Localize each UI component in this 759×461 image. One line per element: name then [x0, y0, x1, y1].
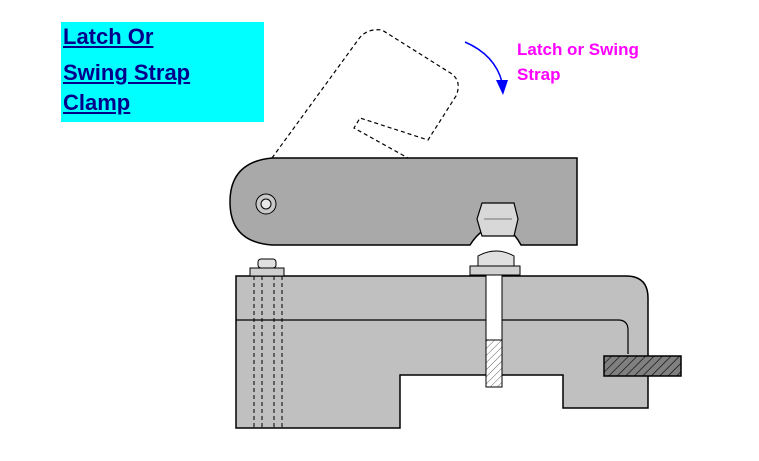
title-line-3: Clamp — [63, 90, 131, 115]
bolt-hex-head — [476, 202, 519, 237]
callout-line-1: Latch or Swing — [517, 40, 639, 59]
workpiece-bar — [603, 355, 682, 377]
strap-callout-label: Latch or Swing Strap — [517, 37, 639, 87]
callout-line-2: Strap — [517, 65, 561, 84]
strap-pivot-pin-inner — [260, 198, 272, 210]
bolt-thread-section — [485, 339, 503, 388]
bolt-nut — [477, 250, 515, 267]
strap-open-position-outline — [271, 29, 459, 159]
swing-direction-arrow — [464, 41, 503, 83]
title-line-2: Swing Strap — [63, 60, 191, 85]
fixture-base-inner-line — [236, 319, 629, 354]
title-line-1: Latch Or — [63, 24, 154, 49]
title-box: Latch Or Swing Strap Clamp — [61, 22, 264, 122]
dowel-pin-washer — [249, 267, 285, 277]
fixture-base — [235, 275, 649, 429]
latch-strap — [229, 157, 578, 246]
dowel-pin-head — [257, 258, 277, 269]
swing-arrow-head — [496, 80, 508, 95]
bolt-washer — [469, 265, 521, 276]
